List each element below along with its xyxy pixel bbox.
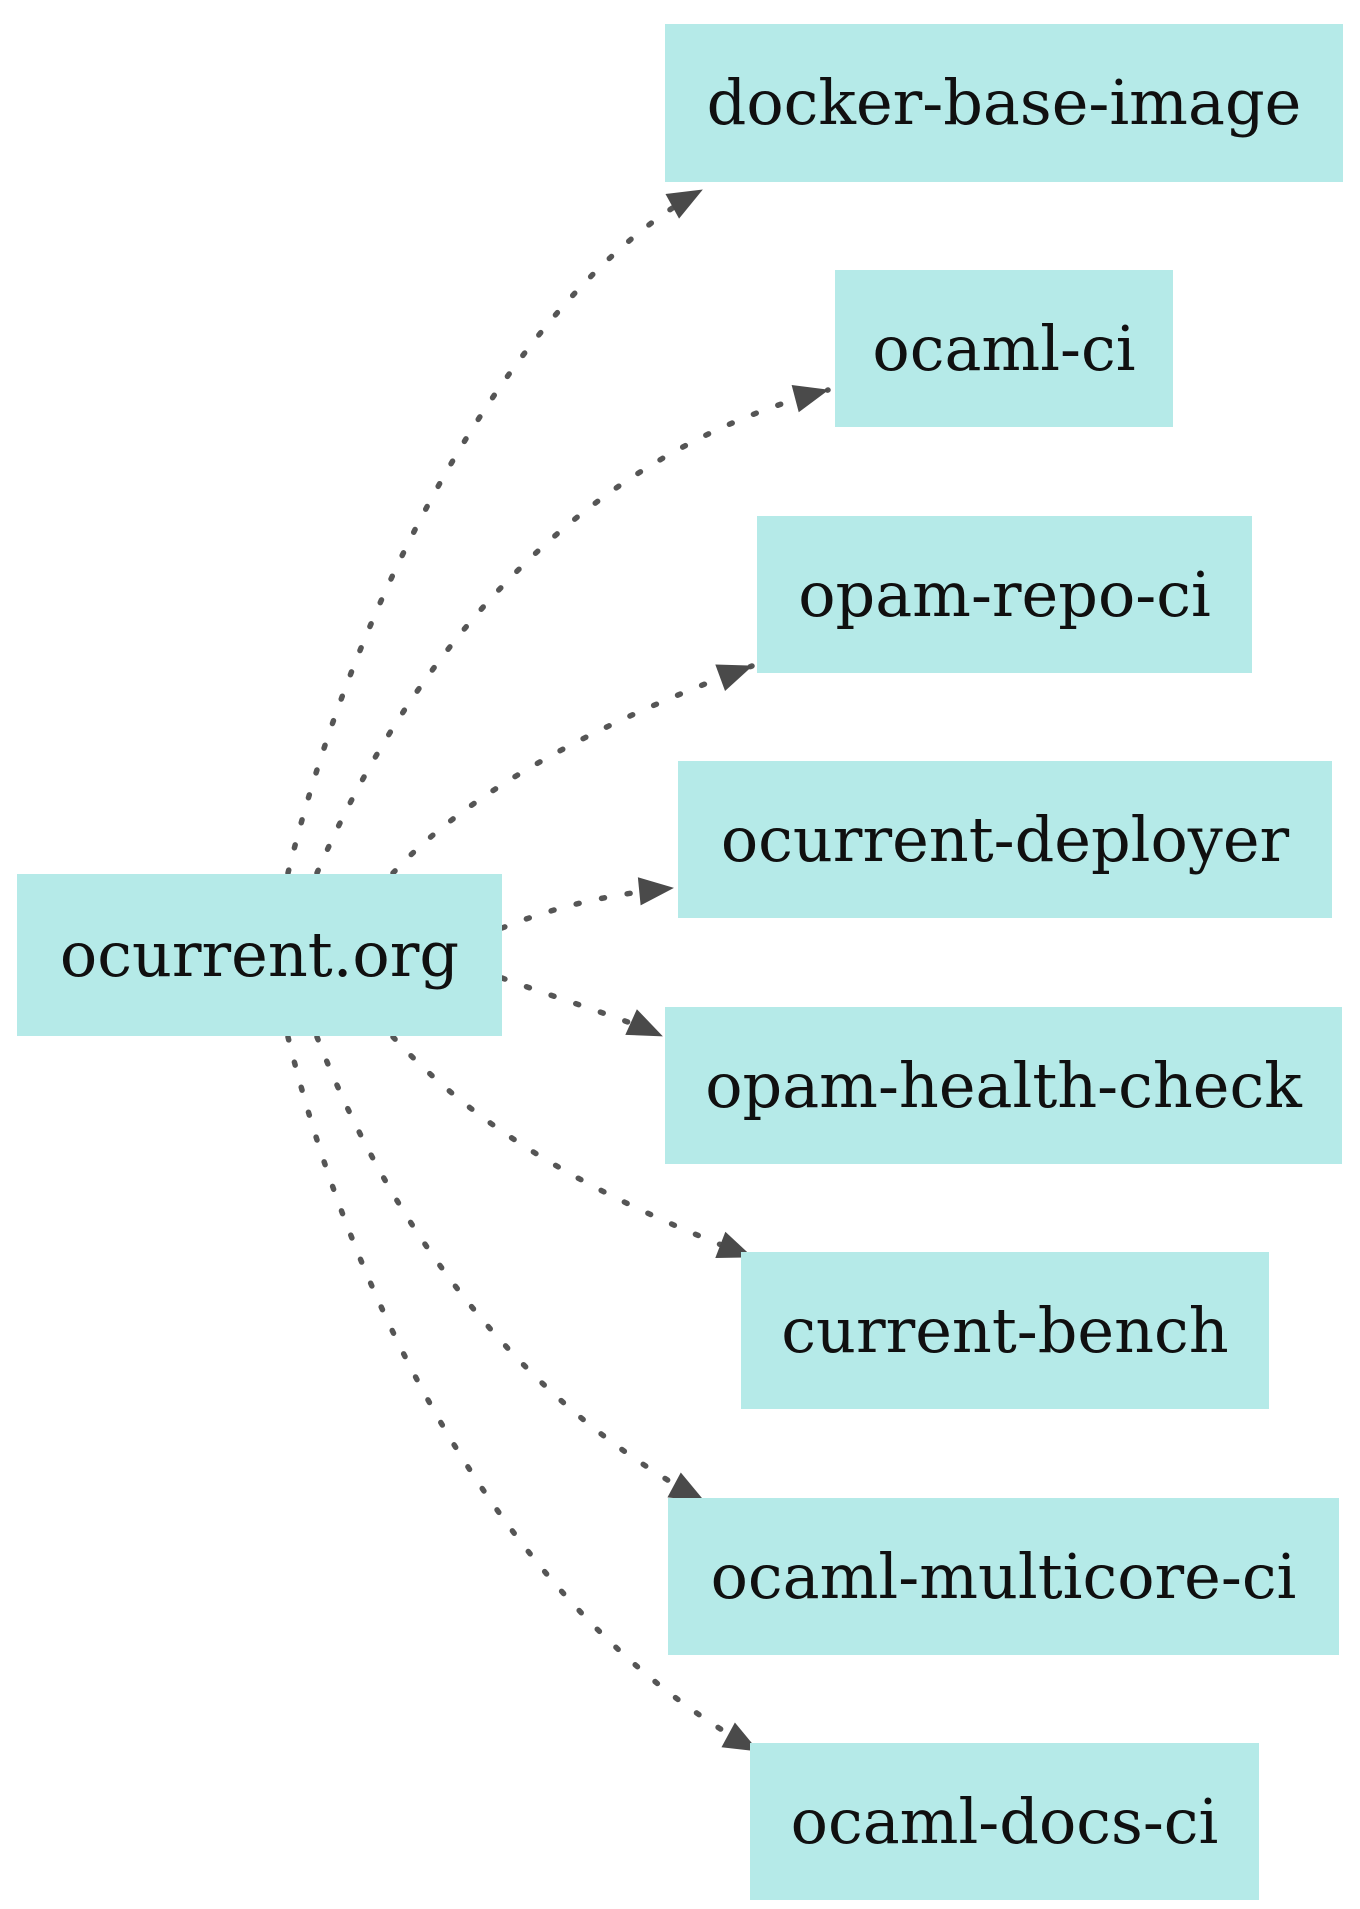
node-ocaml-docs-ci: ocaml-docs-ci bbox=[750, 1743, 1259, 1900]
edge-to-ocurrent-deployer bbox=[499, 877, 676, 931]
node-ocurrent-org: ocurrent.org bbox=[17, 874, 502, 1036]
node-docker-base-image: docker-base-image bbox=[665, 24, 1343, 182]
edge-to-docker-base-image bbox=[285, 187, 705, 876]
edge-to-ocaml-docs-ci bbox=[285, 1034, 761, 1754]
edge-to-current-bench bbox=[390, 1034, 755, 1260]
node-opam-health-check: opam-health-check bbox=[665, 1007, 1342, 1164]
node-ocaml-multicore-ci: ocaml-multicore-ci bbox=[668, 1498, 1339, 1655]
edge-to-ocaml-multicore-ci bbox=[314, 1034, 707, 1504]
edge-to-opam-health-check bbox=[499, 975, 665, 1039]
node-ocaml-ci: ocaml-ci bbox=[835, 270, 1173, 427]
node-ocurrent-deployer: ocurrent-deployer bbox=[678, 761, 1332, 918]
node-opam-repo-ci: opam-repo-ci bbox=[757, 516, 1252, 673]
node-current-bench: current-bench bbox=[741, 1252, 1269, 1409]
